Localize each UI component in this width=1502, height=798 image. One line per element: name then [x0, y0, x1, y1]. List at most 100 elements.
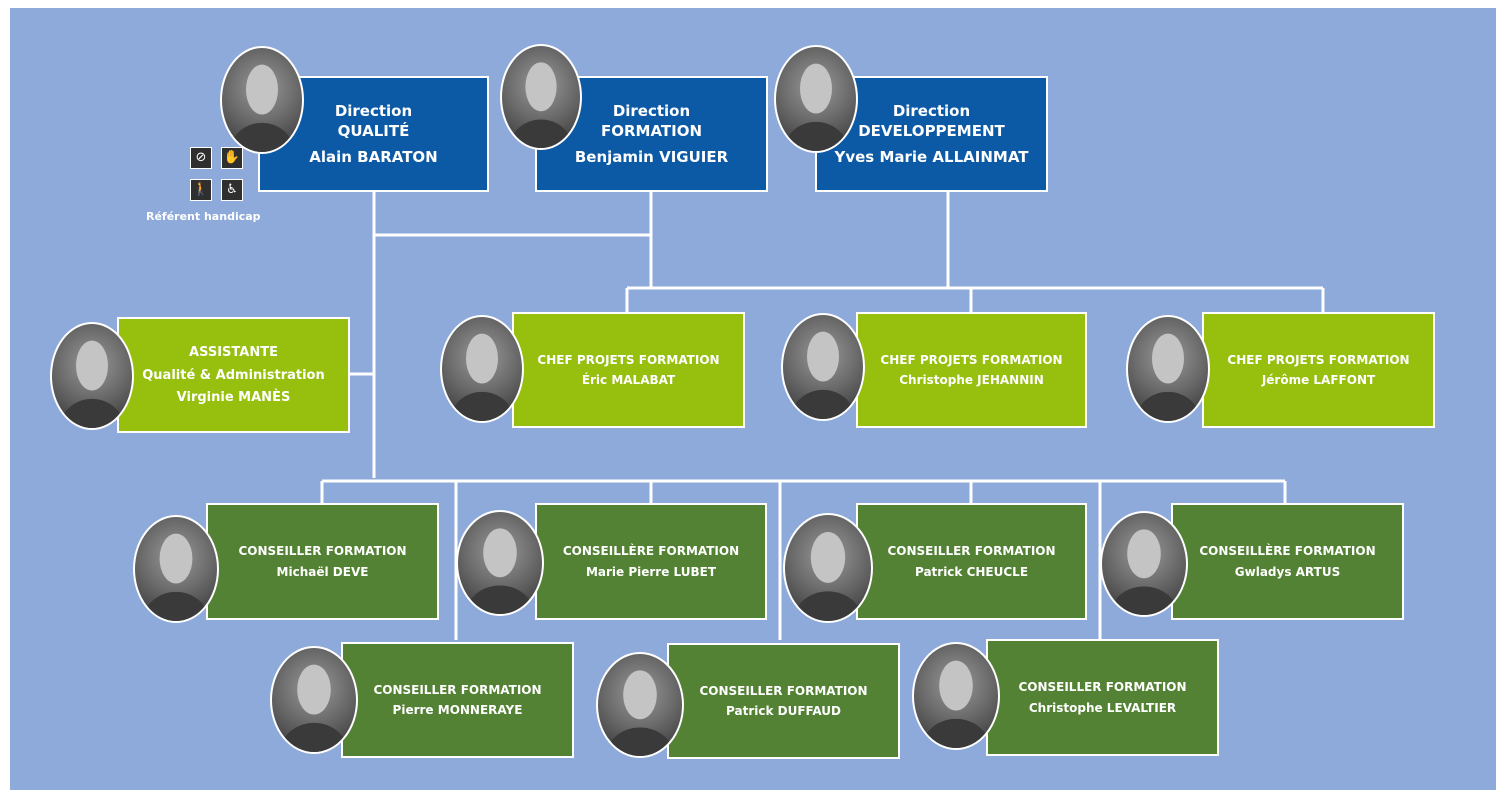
portrait-head: [1127, 529, 1161, 579]
wheelchair-icon: ♿: [221, 179, 243, 201]
portrait-head: [297, 664, 331, 715]
portrait-head: [483, 528, 517, 578]
portrait-head: [800, 63, 832, 114]
conseiller-name: Michaël DEVE: [276, 564, 369, 579]
portrait-shoulders: [793, 591, 863, 621]
portrait-silhouette: [466, 528, 534, 614]
portrait-head: [466, 333, 498, 384]
portrait-photo: [781, 313, 865, 421]
portrait-silhouette: [280, 664, 348, 752]
portrait-shoulders: [1110, 586, 1178, 615]
portrait-shoulders: [143, 591, 209, 621]
conseiller-name: Christophe LEVALTIER: [1028, 700, 1177, 715]
direction-formation-line1: Direction: [612, 101, 691, 120]
portrait-silhouette: [450, 333, 514, 421]
conseiller-title: CONSEILLER FORMATION: [373, 682, 542, 697]
portrait-photo: [1100, 511, 1188, 617]
conseiller-title: CONSEILLER FORMATION: [238, 544, 407, 559]
portrait-photo: [774, 45, 858, 153]
assistante-title: ASSISTANTE: [189, 344, 278, 360]
direction-formation-name: Benjamin VIGUIER: [574, 148, 729, 167]
chef-title: CHEF PROJETS FORMATION: [880, 352, 1063, 367]
portrait-photo: [456, 510, 544, 616]
portrait-silhouette: [60, 340, 124, 428]
conseiller-duffaud-box: CONSEILLER FORMATION Patrick DUFFAUD: [667, 643, 900, 759]
portrait-shoulders: [466, 585, 534, 614]
portrait-head: [623, 670, 657, 720]
chef-projets-malabat-box: CHEF PROJETS FORMATION Éric MALABAT: [512, 312, 745, 428]
walking-person-icon: 🚶: [190, 179, 212, 201]
portrait-silhouette: [793, 531, 863, 621]
portrait-shoulders: [509, 119, 573, 148]
chef-projets-laffont-box: CHEF PROJETS FORMATION Jérôme LAFFONT: [1202, 312, 1435, 428]
portrait-shoulders: [922, 718, 990, 748]
hearing-impaired-icon: ⊘: [190, 147, 212, 169]
direction-qualite-name: Alain BARATON: [309, 148, 438, 167]
portrait-photo: [783, 513, 873, 623]
portrait-silhouette: [784, 63, 848, 151]
chef-name: Christophe JEHANNIN: [899, 373, 1044, 387]
conseiller-name: Patrick DUFFAUD: [726, 704, 841, 718]
portrait-head: [159, 533, 193, 584]
portrait-shoulders: [791, 389, 855, 419]
portrait-photo: [596, 652, 684, 758]
conseillere-lubet-box: CONSEILLÈRE FORMATION Marie Pierre LUBET: [535, 503, 767, 620]
portrait-silhouette: [509, 62, 573, 148]
portrait-head: [525, 62, 557, 112]
direction-qualite-line1: Direction: [334, 101, 413, 120]
portrait-silhouette: [791, 331, 855, 419]
portrait-head: [76, 340, 108, 391]
conseiller-monneraye-box: CONSEILLER FORMATION Pierre MONNERAYE: [341, 642, 574, 758]
portrait-shoulders: [60, 398, 124, 428]
portrait-head: [807, 331, 839, 382]
portrait-photo: [220, 46, 304, 154]
conseiller-name: Marie Pierre LUBET: [585, 564, 717, 579]
portrait-shoulders: [450, 391, 514, 421]
conseiller-title: CONSEILLER FORMATION: [887, 544, 1056, 559]
chef-title: CHEF PROJETS FORMATION: [537, 352, 720, 367]
portrait-silhouette: [606, 670, 674, 756]
hand-icon: ✋: [221, 147, 243, 169]
direction-qualite-line2: QUALITÉ: [337, 121, 410, 140]
portrait-head: [246, 64, 278, 115]
portrait-photo: [270, 646, 358, 754]
referent-handicap-label: Référent handicap: [146, 210, 261, 223]
portrait-silhouette: [922, 660, 990, 748]
conseiller-title: CONSEILLER FORMATION: [699, 683, 868, 698]
chef-projets-jehannin-box: CHEF PROJETS FORMATION Christophe JEHANN…: [856, 312, 1087, 428]
portrait-photo: [1126, 315, 1210, 423]
portrait-shoulders: [1136, 391, 1200, 421]
portrait-photo: [50, 322, 134, 430]
assistante-subtitle: Qualité & Administration: [142, 368, 325, 384]
portrait-silhouette: [1136, 333, 1200, 421]
conseiller-title: CONSEILLER FORMATION: [1018, 680, 1187, 695]
conseiller-name: Pierre MONNERAYE: [392, 703, 523, 717]
assistante-box: ASSISTANTE Qualité & Administration Virg…: [117, 317, 350, 433]
chef-name: Éric MALABAT: [581, 373, 676, 387]
conseiller-levaltier-box: CONSEILLER FORMATION Christophe LEVALTIE…: [986, 639, 1219, 756]
portrait-photo: [912, 642, 1000, 750]
chef-name: Jérôme LAFFONT: [1261, 373, 1376, 387]
portrait-shoulders: [230, 122, 294, 152]
conseiller-cheucle-box: CONSEILLER FORMATION Patrick CHEUCLE: [856, 503, 1087, 620]
portrait-head: [810, 531, 846, 583]
assistante-name: Virginie MANÈS: [176, 389, 291, 405]
portrait-silhouette: [230, 64, 294, 152]
portrait-shoulders: [606, 727, 674, 756]
direction-developpement-line1: Direction: [892, 101, 971, 120]
portrait-head: [939, 660, 973, 711]
portrait-photo: [133, 515, 219, 623]
portrait-head: [1152, 333, 1184, 384]
portrait-silhouette: [143, 533, 209, 621]
conseiller-deve-box: CONSEILLER FORMATION Michaël DEVE: [206, 503, 439, 620]
direction-formation-line2: FORMATION: [600, 121, 703, 140]
conseiller-name: Patrick CHEUCLE: [914, 564, 1029, 579]
direction-developpement-name: Yves Marie ALLAINMAT: [834, 148, 1029, 167]
portrait-shoulders: [784, 121, 848, 151]
direction-developpement-line2: DEVELOPPEMENT: [858, 121, 1005, 140]
conseiller-title: CONSEILLÈRE FORMATION: [1199, 544, 1376, 559]
conseiller-name: Gwladys ARTUS: [1234, 564, 1341, 579]
conseillere-artus-box: CONSEILLÈRE FORMATION Gwladys ARTUS: [1171, 503, 1404, 620]
portrait-silhouette: [1110, 529, 1178, 615]
chef-title: CHEF PROJETS FORMATION: [1227, 352, 1410, 367]
